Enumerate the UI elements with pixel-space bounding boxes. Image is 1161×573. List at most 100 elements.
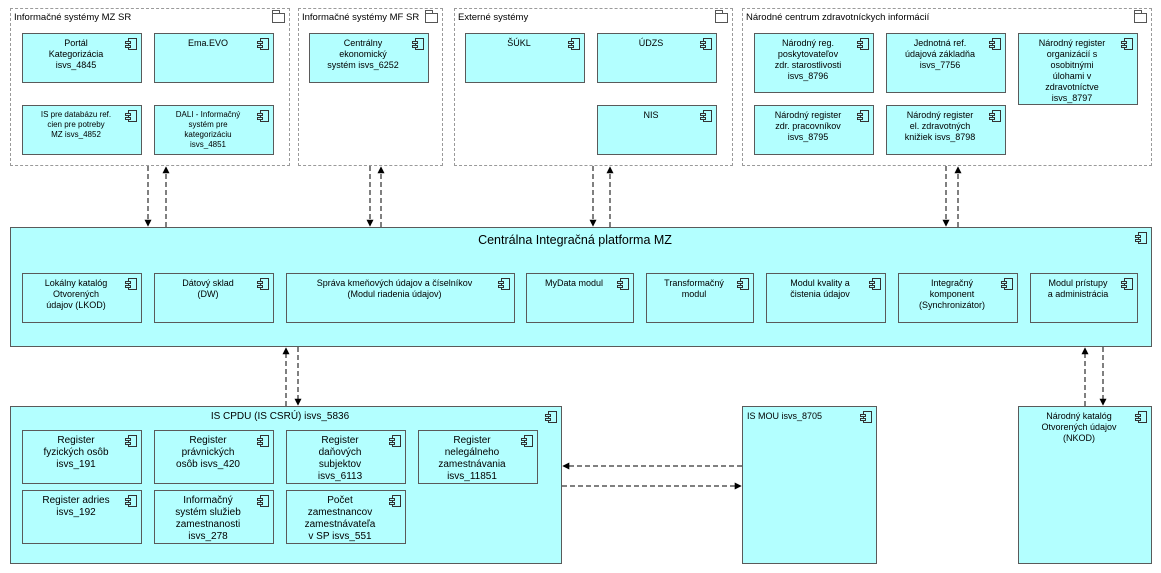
cpdu-title: IS CPDU (IS CSRÚ) isvs_5836 bbox=[210, 411, 350, 422]
component-centralny-ekonomicky-system[interactable]: Centrálny ekonomický systém isvs_6252 bbox=[309, 33, 429, 83]
package-title: Informačné systémy MZ SR bbox=[14, 12, 132, 23]
module-label: Modul prístupy a administrácia bbox=[1047, 278, 1109, 299]
module-pristupy-a-administracia[interactable]: Modul prístupy a administrácia bbox=[1030, 273, 1138, 323]
component-narodny-register-organizacii[interactable]: Národný register organizácií s osobitným… bbox=[1018, 33, 1138, 105]
package-title: Národné centrum zdravotníckych informáci… bbox=[746, 12, 930, 23]
is-sluzieb-zamestnanosti[interactable]: Informačný systém služieb zamestnanosti … bbox=[154, 490, 274, 544]
package-icon bbox=[425, 10, 438, 23]
component-label: Ema.EVO bbox=[187, 38, 228, 48]
component-icon bbox=[257, 278, 269, 290]
module-transformacny[interactable]: Transformačný modul bbox=[646, 273, 754, 323]
component-icon bbox=[257, 495, 269, 507]
component-icon bbox=[737, 278, 749, 290]
pocet-zamestnancov-zamestnavatela[interactable]: Počet zamestnancov zamestnávateľa v SP i… bbox=[286, 490, 406, 544]
component-icon bbox=[125, 278, 137, 290]
package-mf: Informačné systémy MF SR bbox=[298, 8, 443, 166]
component-ema-evo[interactable]: Ema.EVO bbox=[154, 33, 274, 83]
component-icon bbox=[1121, 278, 1133, 290]
component-label: Počet zamestnancov zamestnávateľa v SP i… bbox=[304, 495, 376, 542]
package-icon bbox=[1134, 10, 1147, 23]
module-label: Modul kvality a čistenia údajov bbox=[790, 278, 850, 299]
component-label: Register právnických osôb isvs_420 bbox=[176, 435, 240, 470]
component-label: Národný register el. zdravotných knižiek… bbox=[904, 110, 976, 142]
component-icon bbox=[857, 110, 869, 122]
component-icon bbox=[389, 435, 401, 447]
platform-title: Centrálna Integračná platforma MZ bbox=[478, 233, 672, 247]
nkod[interactable]: Národný katalóg Otvorených údajov (NKOD) bbox=[1018, 406, 1152, 564]
component-dali[interactable]: DALI - Informačný systém pre kategorizác… bbox=[154, 105, 274, 155]
component-label: ŠÚKL bbox=[507, 38, 531, 48]
component-label: Register daňových subjektov isvs_6113 bbox=[317, 435, 363, 482]
component-label: Jednotná ref. údajová základňa isvs_7756 bbox=[904, 38, 976, 70]
component-label: Register adries isvs_192 bbox=[42, 495, 110, 518]
component-label: Národný register organizácií s osobitným… bbox=[1038, 38, 1106, 103]
component-jednotna-ref-udajova-zakladna[interactable]: Jednotná ref. údajová základňa isvs_7756 bbox=[886, 33, 1006, 93]
module-label: Dátový sklad (DW) bbox=[182, 278, 234, 299]
component-label: Národný register zdr. pracovníkov isvs_8… bbox=[774, 110, 842, 142]
component-is-databaza-ref-cien[interactable]: IS pre databázu ref. cien pre potreby MZ… bbox=[22, 105, 142, 155]
component-icon bbox=[860, 411, 872, 423]
component-icon bbox=[257, 110, 269, 122]
component-icon bbox=[989, 110, 1001, 122]
component-icon bbox=[1121, 38, 1133, 50]
component-narodny-register-zdr-pracovnikov[interactable]: Národný register zdr. pracovníkov isvs_8… bbox=[754, 105, 874, 155]
component-icon bbox=[869, 278, 881, 290]
component-label: Informačný systém služieb zamestnanosti … bbox=[175, 495, 241, 542]
component-icon bbox=[1135, 411, 1147, 423]
component-icon bbox=[989, 38, 1001, 50]
module-label: Správa kmeňových údajov a číselníkov (Mo… bbox=[316, 278, 473, 299]
package-title: Informačné systémy MF SR bbox=[302, 12, 420, 23]
component-label: Centrálny ekonomický systém isvs_6252 bbox=[327, 38, 399, 70]
component-icon bbox=[389, 495, 401, 507]
register-nelegalneho-zamestnavania[interactable]: Register nelegálneho zamestnávania isvs_… bbox=[418, 430, 538, 484]
module-label: MyData modul bbox=[544, 278, 604, 288]
is-mou[interactable]: IS MOU isvs_8705 bbox=[742, 406, 877, 564]
module-dw[interactable]: Dátový sklad (DW) bbox=[154, 273, 274, 323]
register-danovych-subjektov[interactable]: Register daňových subjektov isvs_6113 bbox=[286, 430, 406, 484]
module-label: Integračný komponent (Synchronizátor) bbox=[918, 278, 986, 310]
component-udzs[interactable]: ÚDZS bbox=[597, 33, 717, 83]
component-icon bbox=[700, 38, 712, 50]
component-icon bbox=[125, 495, 137, 507]
component-icon bbox=[521, 435, 533, 447]
module-mydata[interactable]: MyData modul bbox=[526, 273, 634, 323]
package-title: Externé systémy bbox=[458, 12, 529, 23]
nkod-title: Národný katalóg Otvorených údajov (NKOD) bbox=[1041, 411, 1117, 443]
module-lkod[interactable]: Lokálny katalóg Otvorených údajov (LKOD) bbox=[22, 273, 142, 323]
register-fyzickych-osob[interactable]: Register fyzických osôb isvs_191 bbox=[22, 430, 142, 484]
module-integracny-komponent[interactable]: Integračný komponent (Synchronizátor) bbox=[898, 273, 1018, 323]
component-label: DALI - Informačný systém pre kategorizác… bbox=[175, 110, 241, 149]
component-icon bbox=[125, 435, 137, 447]
mou-title: IS MOU isvs_8705 bbox=[747, 411, 823, 421]
component-portal-kategorizacia[interactable]: Portál Kategorizácia isvs_4845 bbox=[22, 33, 142, 83]
component-label: Register nelegálneho zamestnávania isvs_… bbox=[438, 435, 506, 482]
component-icon bbox=[125, 110, 137, 122]
package-icon bbox=[715, 10, 728, 23]
component-label: IS pre databázu ref. cien pre potreby MZ… bbox=[40, 110, 112, 139]
component-icon bbox=[1135, 232, 1147, 244]
component-label: NIS bbox=[643, 110, 659, 120]
component-icon bbox=[257, 38, 269, 50]
component-icon bbox=[857, 38, 869, 50]
component-label: Národný reg. poskytovateľov zdr. starost… bbox=[774, 38, 842, 81]
component-nis[interactable]: NIS bbox=[597, 105, 717, 155]
component-label: ÚDZS bbox=[638, 38, 664, 48]
component-icon bbox=[1001, 278, 1013, 290]
register-pravnickych-osob[interactable]: Register právnických osôb isvs_420 bbox=[154, 430, 274, 484]
component-narodny-reg-poskytovatelov[interactable]: Národný reg. poskytovateľov zdr. starost… bbox=[754, 33, 874, 93]
component-icon bbox=[498, 278, 510, 290]
package-icon bbox=[272, 10, 285, 23]
component-sukl[interactable]: ŠÚKL bbox=[465, 33, 585, 83]
component-icon bbox=[568, 38, 580, 50]
component-narodny-register-el-zdravotnych-knizok[interactable]: Národný register el. zdravotných knižiek… bbox=[886, 105, 1006, 155]
register-adries[interactable]: Register adries isvs_192 bbox=[22, 490, 142, 544]
component-icon bbox=[257, 435, 269, 447]
module-label: Lokálny katalóg Otvorených údajov (LKOD) bbox=[44, 278, 108, 310]
component-label: Portál Kategorizácia isvs_4845 bbox=[48, 38, 104, 70]
component-icon bbox=[617, 278, 629, 290]
component-icon bbox=[545, 411, 557, 423]
module-kvality-a-cistenia[interactable]: Modul kvality a čistenia údajov bbox=[766, 273, 886, 323]
component-icon bbox=[700, 110, 712, 122]
module-label: Transformačný modul bbox=[664, 278, 724, 299]
module-sprava-kmenovych-udajov[interactable]: Správa kmeňových údajov a číselníkov (Mo… bbox=[286, 273, 515, 323]
